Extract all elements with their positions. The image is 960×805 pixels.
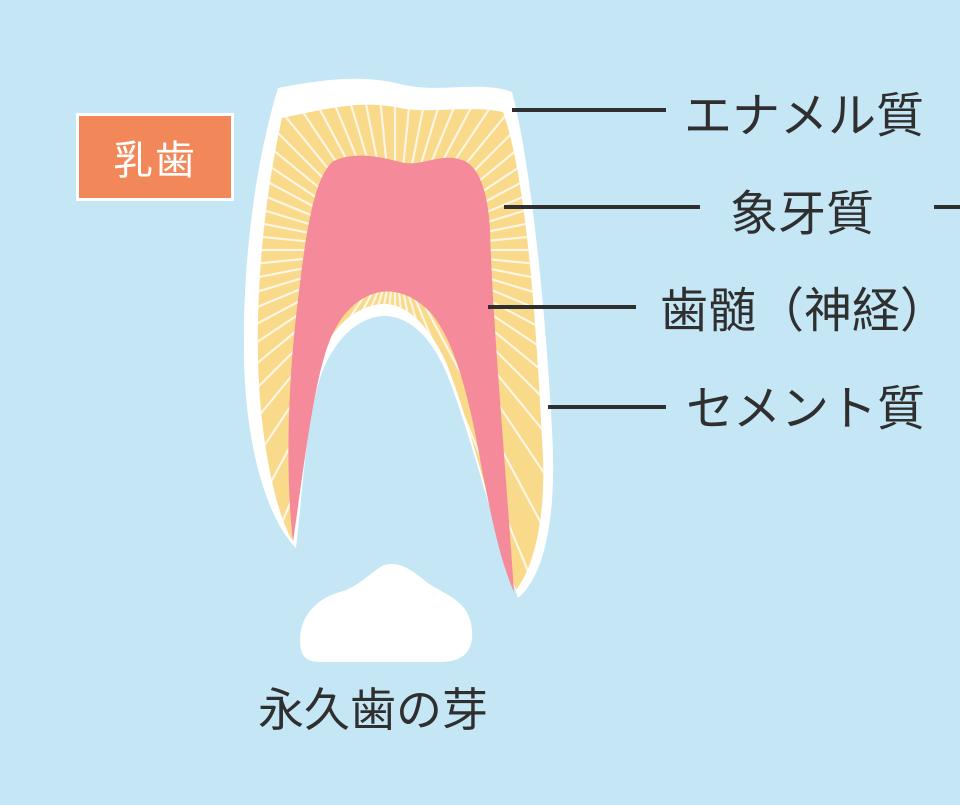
- dentin-tubule-streak: [358, 104, 393, 211]
- dentin-tubule-streak: [257, 213, 356, 248]
- dentin-tubule-streak: [257, 144, 358, 240]
- dentin-tubule-streak: [257, 178, 357, 244]
- label-permanent-tooth-bud: 永久歯の芽: [258, 683, 488, 737]
- label-enamel: エナメル質: [684, 88, 925, 144]
- label-pulp: 歯髄（神経）: [660, 283, 949, 339]
- dentin-tubule-streak: [401, 104, 467, 212]
- label-dentin: 象牙質: [730, 186, 875, 242]
- dentin-tubule-streak: [397, 104, 432, 211]
- permanent-tooth-bud: [300, 563, 473, 662]
- dentin-tubule-streak: [257, 252, 356, 287]
- dentin-tubule-streak: [405, 104, 501, 213]
- pulp-chamber: [288, 155, 514, 592]
- dentin-tubule-streak: [257, 111, 359, 236]
- label-cementum: セメント質: [686, 381, 926, 437]
- badge-label: 乳歯: [113, 138, 197, 184]
- deciduous-tooth-badge: 乳歯: [76, 113, 234, 201]
